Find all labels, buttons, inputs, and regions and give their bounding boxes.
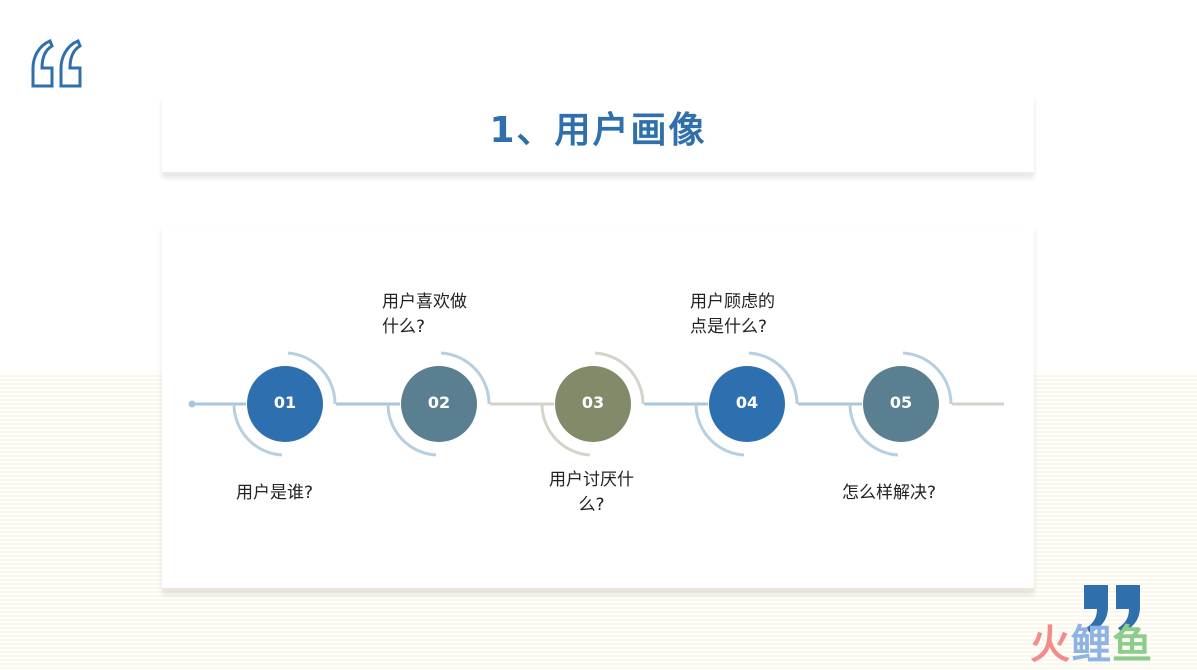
step-2-number: 02 bbox=[427, 393, 451, 412]
step-3-number: 03 bbox=[581, 393, 605, 412]
watermark-logo: 火鲤鱼 bbox=[1030, 622, 1153, 668]
step-4-label: 用户顾虑的 点是什么? bbox=[690, 292, 775, 337]
step-5-label: 怎么样解决? bbox=[842, 483, 937, 503]
step-3-label: 用户讨厌什 么? bbox=[549, 470, 634, 515]
step-5-node bbox=[848, 351, 953, 457]
step-1-number: 01 bbox=[273, 393, 297, 412]
close-quote-icon bbox=[1084, 585, 1140, 633]
watermark-char-3: 鱼 bbox=[1112, 622, 1153, 668]
watermark-char-1: 火 bbox=[1030, 622, 1071, 668]
step-5-number: 05 bbox=[889, 393, 913, 412]
step-2-node bbox=[386, 351, 491, 457]
step-1-node bbox=[232, 351, 337, 457]
step-4-node bbox=[694, 351, 799, 457]
step-3-node bbox=[540, 351, 645, 457]
step-4-number: 04 bbox=[735, 393, 759, 412]
open-quote-icon bbox=[31, 39, 82, 88]
title-card bbox=[162, 96, 1034, 174]
step-2-label: 用户喜欢做 什么? bbox=[382, 292, 467, 337]
page-title: 1、用户画像 bbox=[489, 110, 707, 151]
watermark-char-2: 鲤 bbox=[1071, 622, 1112, 668]
step-1-label: 用户是谁? bbox=[236, 483, 314, 503]
